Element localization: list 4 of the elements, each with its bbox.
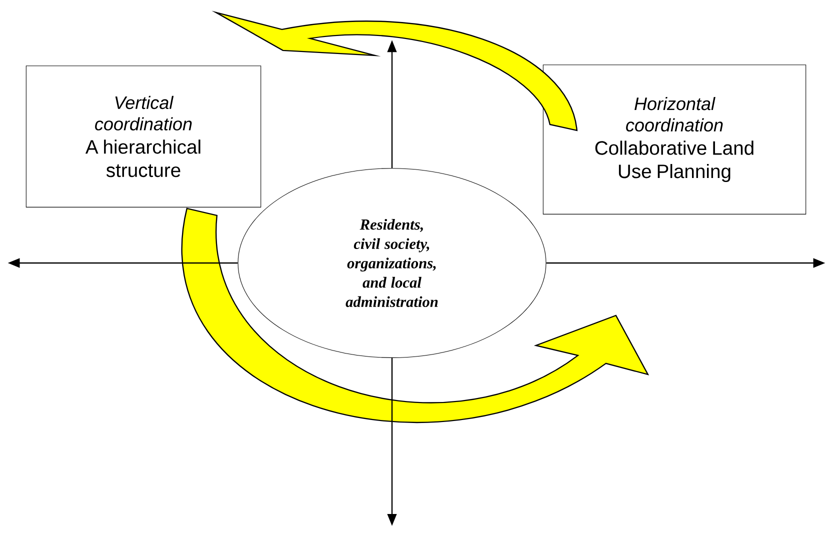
ellipse-node: Residents, civil society, organizations, and local administration bbox=[238, 168, 546, 358]
curved-arrow bbox=[181, 208, 648, 423]
text-box: Horizontal coordination Collaborative Land Use Planning bbox=[542, 64, 806, 214]
text-box: Vertical coordination A hierarchical structure bbox=[26, 66, 262, 208]
